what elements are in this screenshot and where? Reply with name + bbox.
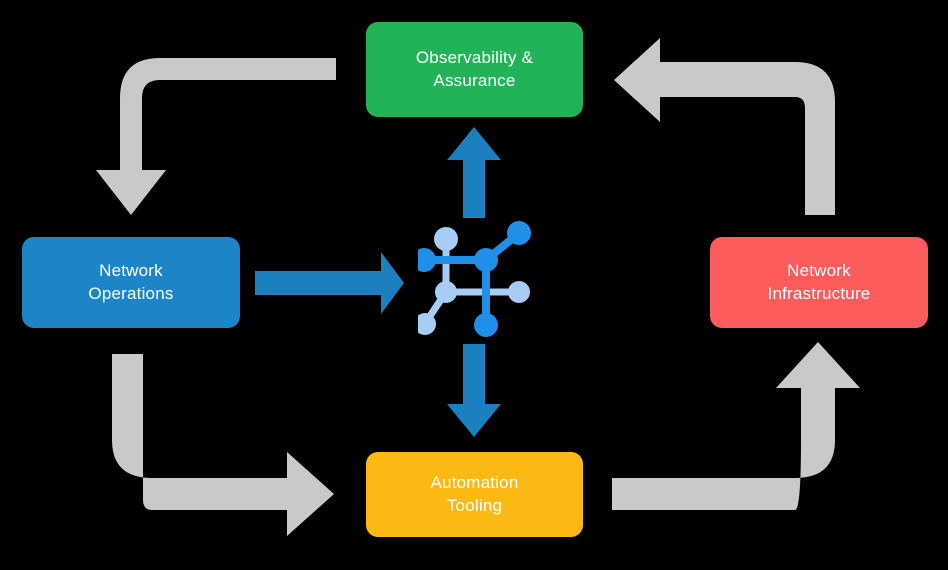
node-label-observability: Observability & Assurance: [415, 47, 534, 90]
node-label-operations: Network Operations: [88, 260, 174, 303]
node-box-automation[interactable]: Automation Tooling: [366, 452, 583, 537]
node-box-operations[interactable]: Network Operations: [22, 237, 240, 328]
icon-node-light-center-left: [435, 281, 457, 303]
node-box-observability[interactable]: Observability & Assurance: [366, 22, 583, 117]
icon-node-light-right: [508, 281, 530, 303]
gray-arrow-infrastructure-to-observability: [614, 38, 835, 215]
icon-node-dark-bottom: [474, 313, 498, 337]
gray-arrow-operations-to-automation: [112, 354, 334, 536]
node-label-infrastructure: Network Infrastructure: [767, 260, 871, 303]
icon-node-dark-hub: [474, 248, 498, 272]
gray-arrow-automation-to-infrastructure: [612, 342, 860, 510]
icon-node-light-bottomleft: [418, 313, 436, 335]
blue-arrow-center-to-observability: [447, 127, 501, 218]
node-label-automation: Automation Tooling: [430, 472, 519, 515]
blue-arrow-center-to-automation: [447, 344, 501, 437]
icon-node-dark-left: [418, 248, 436, 272]
icon-node-light-top: [434, 227, 458, 251]
node-box-infrastructure[interactable]: Network Infrastructure: [710, 237, 928, 328]
network-topology-icon: [418, 221, 531, 337]
blue-arrow-operations-to-center: [255, 252, 404, 314]
gray-arrow-observability-to-operations: [96, 58, 336, 215]
icon-node-dark-topright: [507, 221, 531, 245]
